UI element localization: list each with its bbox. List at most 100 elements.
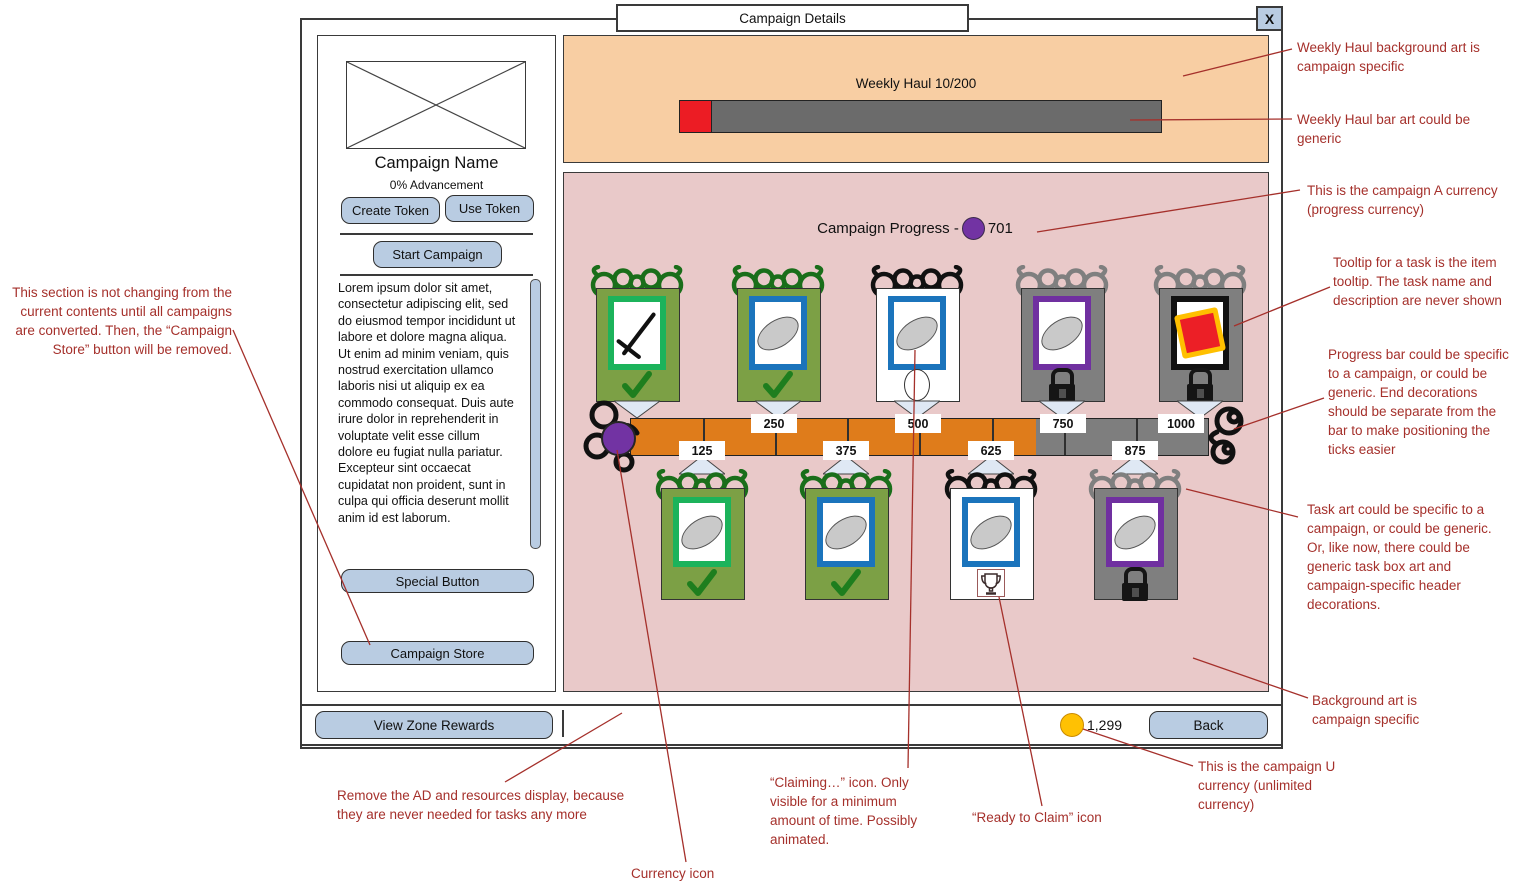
claiming-icon xyxy=(904,369,930,401)
pointer-up-icon xyxy=(679,455,725,475)
task-locked[interactable] xyxy=(1014,265,1110,419)
task-status xyxy=(943,569,1039,597)
task-frame xyxy=(1106,497,1164,567)
u-currency-icon xyxy=(1060,713,1084,737)
tick-mark xyxy=(775,419,777,455)
footer-divider xyxy=(562,710,564,737)
annotation-weekly-haul-background: Weekly Haul background art is campaign s… xyxy=(1297,40,1480,74)
tick-mark xyxy=(1136,419,1138,455)
view-zone-rewards-button[interactable]: View Zone Rewards xyxy=(315,711,553,739)
pointer-down-icon xyxy=(1177,400,1223,419)
task-locked[interactable] xyxy=(1087,455,1183,601)
check-icon xyxy=(830,569,862,596)
task-complete[interactable] xyxy=(798,455,894,600)
annotation-progress-bar: Progress bar could be specific to a camp… xyxy=(1328,347,1509,457)
tick-mark xyxy=(703,419,705,455)
footer-bar: View Zone Rewards 1,299 Back xyxy=(300,704,1283,746)
bar-end-decoration-icon xyxy=(1203,404,1257,474)
annotation-ready-to-claim-icon: “Ready to Claim” icon xyxy=(972,810,1102,825)
task-frame xyxy=(1171,296,1229,370)
close-icon: X xyxy=(1264,10,1275,27)
campaign-name: Campaign Name xyxy=(374,154,499,172)
pointer-down-icon xyxy=(894,400,940,419)
pointer-up-icon xyxy=(1112,455,1158,475)
close-button[interactable]: X xyxy=(1256,6,1283,31)
task-frame xyxy=(962,497,1020,567)
task-art-ellipse xyxy=(964,508,1018,556)
campaign-a-currency-icon xyxy=(961,217,985,240)
task-art-ellipse xyxy=(1035,309,1089,357)
tick-mark xyxy=(847,419,849,455)
task-art-ellipse xyxy=(819,508,873,556)
task-frame xyxy=(749,296,807,370)
task-claiming[interactable] xyxy=(869,265,965,419)
campaign-progress-value: 701 xyxy=(987,220,1013,237)
annotation-campaign-a-currency: This is the campaign A currency (progres… xyxy=(1307,183,1498,217)
task-frame xyxy=(608,296,666,370)
campaign-description: Lorem ipsum dolor sit amet, consectetur … xyxy=(338,281,516,525)
lock-icon xyxy=(1049,368,1075,402)
task-status xyxy=(1087,567,1183,601)
trophy-icon xyxy=(980,571,1002,595)
back-button[interactable]: Back xyxy=(1149,711,1268,739)
weekly-haul-panel: Weekly Haul 10/200 xyxy=(563,35,1269,163)
tick-mark xyxy=(992,419,994,455)
lock-icon xyxy=(1122,567,1148,601)
check-icon xyxy=(762,371,794,398)
create-token-button[interactable]: Create Token xyxy=(341,197,440,224)
task-complete-sword[interactable] xyxy=(589,265,685,419)
task-frame xyxy=(1033,296,1091,370)
task-status xyxy=(730,371,826,398)
task-art-ellipse xyxy=(890,309,944,357)
task-locked-highlighted[interactable] xyxy=(1152,265,1248,419)
campaign-sidebar: Campaign Name 0% Advancement Create Toke… xyxy=(317,35,556,692)
pointer-down-icon xyxy=(1039,400,1085,419)
weekly-haul-progress-fill xyxy=(680,101,712,132)
tick-label: 375 xyxy=(823,441,869,460)
task-status xyxy=(1014,368,1110,402)
pointer-down-icon xyxy=(614,400,660,419)
window-title: Campaign Details xyxy=(616,4,969,32)
task-status xyxy=(1152,368,1248,402)
tick-label: 125 xyxy=(679,441,725,460)
currency-display: 1,299 xyxy=(1060,713,1122,737)
task-status xyxy=(654,569,750,596)
tick-label: 250 xyxy=(751,414,797,433)
weekly-haul-progress-bar xyxy=(679,100,1162,133)
task-frame xyxy=(888,296,946,370)
annotation-claiming-icon: “Claiming…” icon. Only visible for a min… xyxy=(770,775,918,847)
currency-marker-icon xyxy=(601,421,636,456)
advancement-label: 0% Advancement xyxy=(389,178,484,192)
start-campaign-button[interactable]: Start Campaign xyxy=(373,241,502,268)
tick-mark xyxy=(1064,419,1066,455)
annotation-background-art: Background art is campaign specific xyxy=(1312,693,1420,727)
special-button[interactable]: Special Button xyxy=(341,569,534,593)
task-art-ellipse xyxy=(1108,508,1162,556)
check-icon xyxy=(621,371,653,398)
annotation-task-art: Task art could be specific to a campaign… xyxy=(1307,502,1492,612)
tick-label: 500 xyxy=(895,414,941,433)
annotation-section-unchanged: This section is not changing from the cu… xyxy=(12,285,232,357)
campaign-progress-readout: Campaign Progress - 701 xyxy=(563,217,1267,240)
task-complete[interactable] xyxy=(730,265,826,419)
task-art-ellipse xyxy=(751,309,805,357)
annotation-currency-icon: Currency icon xyxy=(631,866,715,881)
sword-icon xyxy=(614,304,660,362)
task-art-ellipse xyxy=(675,508,729,556)
annotation-task-tooltip: Tooltip for a task is the item tooltip. … xyxy=(1333,255,1502,308)
task-frame xyxy=(673,497,731,567)
lock-icon xyxy=(1187,368,1213,402)
campaign-store-button[interactable]: Campaign Store xyxy=(341,641,534,665)
weekly-haul-title: Weekly Haul 10/200 xyxy=(855,76,977,91)
divider xyxy=(340,233,533,235)
campaign-image-placeholder xyxy=(346,61,526,149)
placeholder-x-icon xyxy=(346,61,526,149)
description-scrollbar[interactable] xyxy=(530,279,541,549)
divider xyxy=(340,274,533,276)
use-token-button[interactable]: Use Token xyxy=(445,195,534,222)
tick-mark xyxy=(919,419,921,455)
annotation-campaign-u-currency: This is the campaign U currency (unlimit… xyxy=(1198,759,1336,812)
task-ready-to-claim[interactable] xyxy=(943,455,1039,600)
campaign-progress-label: Campaign Progress - xyxy=(817,220,959,237)
task-complete[interactable] xyxy=(654,455,750,600)
